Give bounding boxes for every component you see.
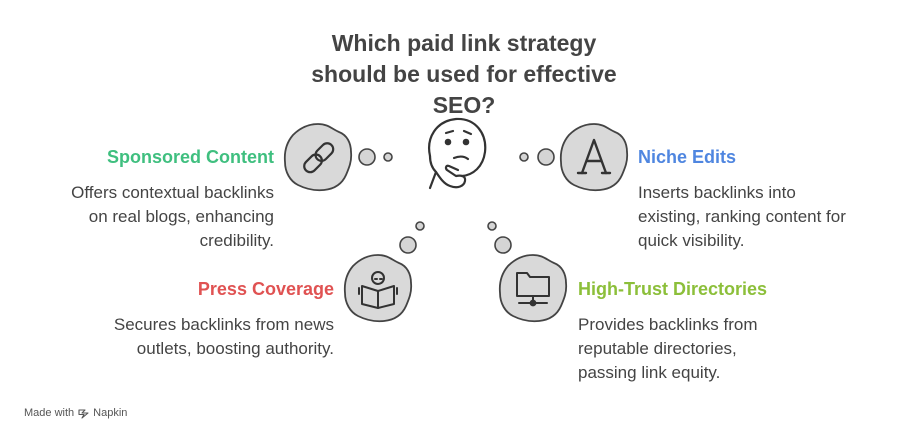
- description-line: Secures backlinks from news: [113, 315, 334, 334]
- description-line: Provides backlinks from: [578, 315, 758, 334]
- description-line: passing link equity.: [578, 363, 721, 382]
- footer-brand: Napkin: [93, 407, 128, 419]
- thought-dots: [358, 148, 555, 254]
- heading-high-trust-directories: High-Trust Directories: [578, 279, 768, 299]
- heading-press-coverage: Press Coverage: [197, 279, 334, 299]
- thought-dot: [415, 221, 425, 231]
- thought-dot: [537, 148, 555, 166]
- thought-dot: [383, 152, 393, 162]
- description-line: Offers contextual backlinks: [71, 183, 274, 202]
- napkin-logo-icon: [78, 408, 89, 419]
- made-with-napkin-footer: Made with Napkin: [24, 407, 127, 419]
- heading-sponsored-content: Sponsored Content: [107, 147, 274, 167]
- letter-a-icon: [559, 123, 629, 192]
- description-sponsored-content: Offers contextual backlinks on real blog…: [71, 181, 274, 253]
- thought-dot: [487, 221, 497, 231]
- thought-dot: [399, 236, 417, 254]
- thinking-face-icon: [428, 117, 487, 190]
- description-line: outlets, boosting authority.: [136, 339, 334, 358]
- description-line: reputable directories,: [578, 339, 737, 358]
- description-line: quick visibility.: [638, 231, 745, 250]
- thought-dot: [519, 152, 529, 162]
- description-line: Inserts backlinks into: [638, 183, 796, 202]
- description-line: credibility.: [199, 231, 274, 250]
- link-icon: [283, 123, 353, 192]
- thought-dot: [494, 236, 512, 254]
- title-line: Which paid link strategy: [331, 30, 597, 56]
- description-line: on real blogs, enhancing: [88, 207, 274, 226]
- diagram-title: Which paid link strategy should be used …: [252, 28, 676, 121]
- footer-prefix: Made with: [24, 407, 75, 419]
- description-high-trust-directories: Provides backlinks from reputable direct…: [578, 313, 758, 385]
- title-line: should be used for effective: [311, 61, 617, 87]
- heading-niche-edits: Niche Edits: [638, 147, 737, 167]
- description-press-coverage: Secures backlinks from news outlets, boo…: [114, 313, 334, 361]
- description-line: existing, ranking content for: [638, 207, 846, 226]
- folder-network-icon: [498, 254, 568, 323]
- reader-icon: [343, 254, 413, 323]
- thought-dot: [358, 148, 376, 166]
- title-line: SEO?: [432, 92, 496, 118]
- description-niche-edits: Inserts backlinks into existing, ranking…: [638, 181, 846, 253]
